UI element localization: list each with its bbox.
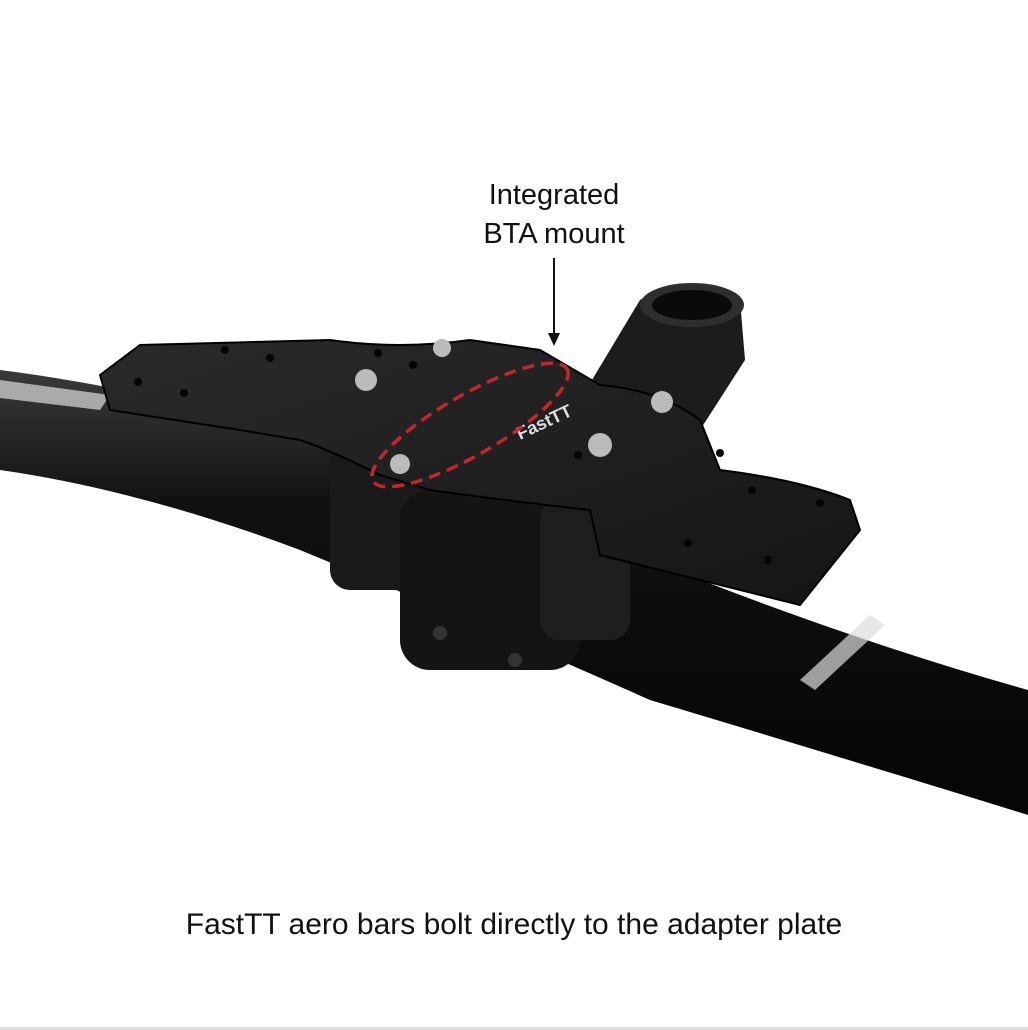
bottom-divider	[0, 1027, 1028, 1030]
annotation-arrow-head	[548, 333, 560, 346]
bta-mount-label: Integrated BTA mount	[404, 176, 704, 254]
image-caption: FastTT aero bars bolt directly to the ad…	[185, 908, 843, 941]
bta-mount-label-line1: Integrated	[488, 179, 620, 211]
handlebar-graphic-left	[0, 380, 110, 410]
bolts	[355, 339, 673, 474]
handlebar-graphic-right	[800, 615, 885, 690]
plate-holes	[134, 346, 824, 564]
bta-mount-highlight	[370, 361, 570, 489]
bta-mount-label-line2: BTA mount	[483, 218, 625, 250]
